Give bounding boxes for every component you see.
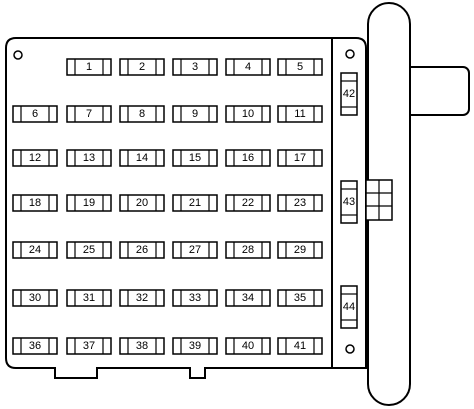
fuse-35: 35 — [277, 289, 323, 307]
fuse-23: 23 — [277, 194, 323, 212]
fuse-label: 44 — [343, 301, 355, 313]
fuse-label: 4 — [245, 61, 251, 73]
fuse-label: 26 — [136, 244, 148, 256]
fuse-19: 19 — [66, 194, 112, 212]
fuse-26: 26 — [119, 241, 165, 259]
fuse-22: 22 — [225, 194, 271, 212]
fuse-5: 5 — [277, 58, 323, 76]
fuse-label: 37 — [83, 340, 95, 352]
fuse-label: 17 — [294, 152, 306, 164]
fuse-label: 27 — [189, 244, 201, 256]
fuse-label: 36 — [29, 340, 41, 352]
fuse-label: 22 — [242, 197, 254, 209]
fuse-label: 19 — [83, 197, 95, 209]
side-connector — [365, 179, 393, 221]
fuse-3: 3 — [172, 58, 218, 76]
fuse-27: 27 — [172, 241, 218, 259]
fuse-34: 34 — [225, 289, 271, 307]
fuse-11: 11 — [277, 105, 323, 123]
fuse-36: 36 — [12, 337, 58, 355]
fuse-label: 41 — [294, 340, 306, 352]
fuse-label: 7 — [86, 108, 92, 120]
fuse-38: 38 — [119, 337, 165, 355]
fuse-label: 12 — [29, 152, 41, 164]
fuse-32: 32 — [119, 289, 165, 307]
fuse-33: 33 — [172, 289, 218, 307]
fuse-29: 29 — [277, 241, 323, 259]
fuse-label: 11 — [294, 108, 305, 120]
fuse-2: 2 — [119, 58, 165, 76]
fuse-8: 8 — [119, 105, 165, 123]
fuse-label: 43 — [343, 196, 355, 208]
fuse-9: 9 — [172, 105, 218, 123]
fuse-label: 16 — [242, 152, 254, 164]
fuse-label: 18 — [29, 197, 41, 209]
fuse-label: 21 — [189, 197, 201, 209]
panel-handle-bar — [402, 66, 470, 116]
fuse-31: 31 — [66, 289, 112, 307]
fuse-25: 25 — [66, 241, 112, 259]
fuse-6: 6 — [12, 105, 58, 123]
fuse-label: 34 — [242, 292, 254, 304]
fuse-24: 24 — [12, 241, 58, 259]
fuse-label: 15 — [189, 152, 201, 164]
fuse-18: 18 — [12, 194, 58, 212]
fuse-label: 8 — [139, 108, 145, 120]
fuse-label: 39 — [189, 340, 201, 352]
fuse-label: 20 — [136, 197, 148, 209]
fuse-1: 1 — [66, 58, 112, 76]
fuse-40: 40 — [225, 337, 271, 355]
fuse-label: 33 — [189, 292, 201, 304]
fuse-41: 41 — [277, 337, 323, 355]
fuse-label: 6 — [32, 108, 38, 120]
fuse-7: 7 — [66, 105, 112, 123]
fuse-43: 43 — [340, 180, 358, 224]
fuse-20: 20 — [119, 194, 165, 212]
fuse-16: 16 — [225, 149, 271, 167]
fuse-label: 31 — [83, 292, 95, 304]
fuse-42: 42 — [340, 72, 358, 116]
fuse-label: 25 — [83, 244, 95, 256]
fuse-label: 35 — [294, 292, 306, 304]
fuse-12: 12 — [12, 149, 58, 167]
fuse-label: 32 — [136, 292, 148, 304]
fuse-label: 1 — [86, 61, 92, 73]
mounting-hole-top-left — [13, 50, 23, 60]
fuse-44: 44 — [340, 285, 358, 329]
fuse-label: 38 — [136, 340, 148, 352]
fuse-37: 37 — [66, 337, 112, 355]
fuse-10: 10 — [225, 105, 271, 123]
fuse-15: 15 — [172, 149, 218, 167]
fuse-label: 29 — [294, 244, 306, 256]
fuse-14: 14 — [119, 149, 165, 167]
fuse-label: 3 — [192, 61, 198, 73]
fuse-label: 24 — [29, 244, 41, 256]
fuse-label: 13 — [83, 152, 95, 164]
fuse-21: 21 — [172, 194, 218, 212]
fuse-28: 28 — [225, 241, 271, 259]
fuse-label: 23 — [294, 197, 306, 209]
fuse-label: 10 — [242, 108, 254, 120]
fuse-17: 17 — [277, 149, 323, 167]
fuse-30: 30 — [12, 289, 58, 307]
fuse-39: 39 — [172, 337, 218, 355]
mounting-hole-top-right — [345, 49, 355, 59]
fuse-label: 42 — [343, 88, 355, 100]
fuse-label: 30 — [29, 292, 41, 304]
side-fuse-column: 42 43 44 — [340, 72, 358, 329]
fuse-13: 13 — [66, 149, 112, 167]
fuse-label: 40 — [242, 340, 254, 352]
fuse-label: 14 — [136, 152, 148, 164]
fuse-label: 2 — [139, 61, 145, 73]
fuse-label: 28 — [242, 244, 254, 256]
fuse-label: 5 — [297, 61, 303, 73]
fuse-label: 9 — [192, 108, 198, 120]
fuse-4: 4 — [225, 58, 271, 76]
mounting-hole-bottom-right — [345, 344, 355, 354]
